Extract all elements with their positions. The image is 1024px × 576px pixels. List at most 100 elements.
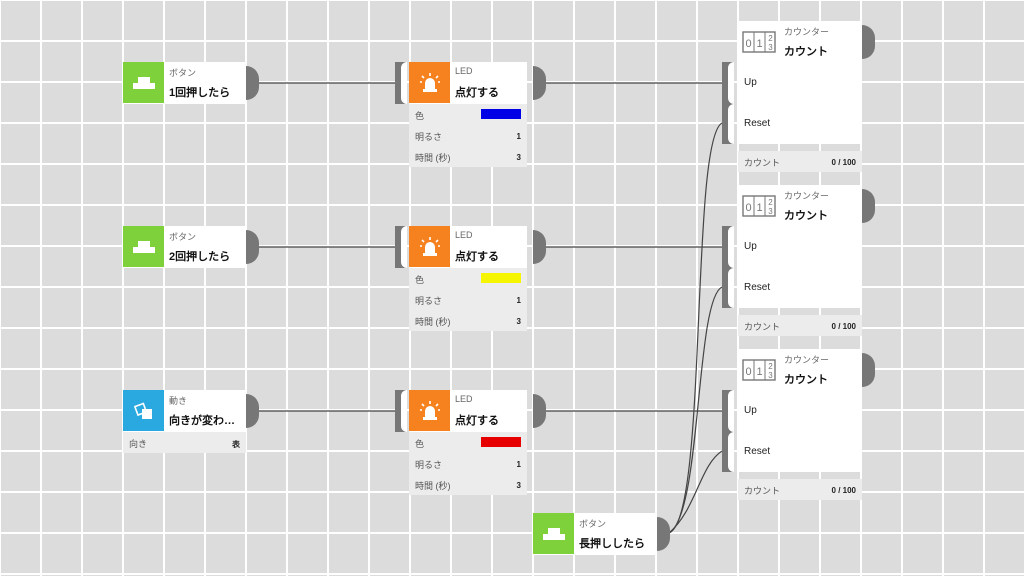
input-port-reset[interactable] xyxy=(722,268,734,308)
property-label: 時間 (秒) xyxy=(415,481,451,491)
node-card[interactable]: 0 1 2 3 カウンター カウント Up Reset xyxy=(738,349,862,472)
property-row-time[interactable]: 時間 (秒) 3 xyxy=(409,310,527,331)
color-swatch[interactable] xyxy=(481,437,521,447)
input-port-reset[interactable] xyxy=(722,104,734,144)
input-label-reset: Reset xyxy=(744,118,771,129)
counter-node-1[interactable]: 0 1 2 3 カウンター カウント Up Reset カウント 0 / 100 xyxy=(722,21,877,177)
node-type-label: LED xyxy=(455,66,473,76)
input-label-up: Up xyxy=(744,241,757,252)
node-type-label: ボタン xyxy=(169,232,197,242)
output-port[interactable] xyxy=(657,517,670,551)
output-port[interactable] xyxy=(246,394,259,428)
output-port[interactable] xyxy=(533,230,546,264)
property-row-brightness[interactable]: 明るさ 1 xyxy=(409,125,527,146)
counter-digit: 2 xyxy=(768,34,773,43)
node-card[interactable]: 動き 向きが変わ… xyxy=(123,390,246,432)
status-value: 0 / 100 xyxy=(831,158,856,167)
counter-digit: 3 xyxy=(768,371,773,380)
output-port[interactable] xyxy=(246,66,259,100)
input-label-up: Up xyxy=(744,77,757,88)
output-port[interactable] xyxy=(246,230,259,264)
button-node-1[interactable]: ボタン 1回押したら xyxy=(123,62,259,104)
button-node-long-press[interactable]: ボタン 長押ししたら xyxy=(533,513,670,555)
property-label: 明るさ xyxy=(415,460,443,470)
status-label: カウント xyxy=(744,486,781,496)
node-type-label: LED xyxy=(455,394,473,404)
counter-digit: 2 xyxy=(768,198,773,207)
output-port[interactable] xyxy=(862,189,875,223)
node-properties[interactable]: 色 明るさ 1 時間 (秒) 3 xyxy=(409,104,527,167)
counter-digit: 3 xyxy=(768,43,773,52)
node-properties[interactable]: 色 明るさ 1 時間 (秒) 3 xyxy=(409,432,527,495)
output-port[interactable] xyxy=(533,66,546,100)
node-properties[interactable]: 向き 表 xyxy=(123,432,246,453)
light-icon xyxy=(409,62,450,103)
node-card[interactable]: 0 1 2 3 カウンター カウント Up Reset xyxy=(738,185,862,308)
light-icon xyxy=(409,390,450,431)
color-swatch[interactable] xyxy=(481,109,521,119)
node-properties[interactable]: 色 明るさ 1 時間 (秒) 3 xyxy=(409,268,527,331)
property-row-color[interactable]: 色 xyxy=(409,268,527,289)
output-port[interactable] xyxy=(862,353,875,387)
counter-status: カウント 0 / 100 xyxy=(738,479,862,500)
input-port-up[interactable] xyxy=(722,226,734,268)
property-label: 色 xyxy=(415,111,425,121)
node-card[interactable]: LED 点灯する xyxy=(409,62,527,104)
property-row-color[interactable]: 色 xyxy=(409,104,527,125)
output-port[interactable] xyxy=(862,25,875,59)
counter-digit: 0 xyxy=(745,366,751,378)
property-value: 3 xyxy=(516,317,521,326)
property-row-brightness[interactable]: 明るさ 1 xyxy=(409,289,527,310)
counter-node-3[interactable]: 0 1 2 3 カウンター カウント Up Reset カウント 0 / 100 xyxy=(722,349,877,505)
node-title: 1回押したら xyxy=(169,87,231,99)
node-card[interactable]: LED 点灯する xyxy=(409,226,527,268)
property-label: 時間 (秒) xyxy=(415,153,451,163)
node-card[interactable]: LED 点灯する xyxy=(409,390,527,432)
button-icon xyxy=(533,513,574,554)
node-title: カウント xyxy=(784,374,828,386)
property-row-time[interactable]: 時間 (秒) 3 xyxy=(409,146,527,167)
input-port[interactable] xyxy=(395,226,407,268)
property-label: 明るさ xyxy=(415,132,443,142)
property-value: 1 xyxy=(516,296,521,305)
input-port[interactable] xyxy=(395,62,407,104)
wire-longpress-counter3-reset xyxy=(668,450,723,534)
output-port[interactable] xyxy=(533,394,546,428)
led-node-1[interactable]: LED 点灯する 色 明るさ 1 時間 (秒) 3 xyxy=(395,62,547,167)
counter-digit: 1 xyxy=(756,366,762,378)
node-title: 点灯する xyxy=(455,87,499,99)
motion-node[interactable]: 動き 向きが変わ… 向き 表 xyxy=(123,390,259,462)
button-node-2[interactable]: ボタン 2回押したら xyxy=(123,226,259,268)
counter-node-2[interactable]: 0 1 2 3 カウンター カウント Up Reset カウント 0 / 100 xyxy=(722,185,877,341)
property-value: 1 xyxy=(516,460,521,469)
input-port-reset[interactable] xyxy=(722,432,734,472)
color-swatch[interactable] xyxy=(481,273,521,283)
node-card[interactable]: ボタン 長押ししたら xyxy=(533,513,657,555)
tilt-icon xyxy=(123,390,164,431)
node-type-label: カウンター xyxy=(784,27,830,37)
node-card[interactable]: ボタン 1回押したら xyxy=(123,62,246,104)
property-row-time[interactable]: 時間 (秒) 3 xyxy=(409,474,527,495)
node-title: 長押ししたら xyxy=(579,538,645,550)
input-port-up[interactable] xyxy=(722,62,734,104)
counter-digit: 1 xyxy=(756,202,762,214)
node-title: 2回押したら xyxy=(169,251,231,263)
input-port-up[interactable] xyxy=(722,390,734,432)
property-row-color[interactable]: 色 xyxy=(409,432,527,453)
input-port[interactable] xyxy=(395,390,407,432)
counter-status: カウント 0 / 100 xyxy=(738,151,862,172)
counter-digit: 3 xyxy=(768,207,773,216)
node-card[interactable]: ボタン 2回押したら xyxy=(123,226,246,268)
counter-icon: 0 1 2 3 xyxy=(738,21,779,62)
wire-longpress-counter2-reset xyxy=(668,286,723,534)
counter-digit: 0 xyxy=(745,202,751,214)
led-node-3[interactable]: LED 点灯する 色 明るさ 1 時間 (秒) 3 xyxy=(395,390,547,495)
property-row-brightness[interactable]: 明るさ 1 xyxy=(409,453,527,474)
counter-digit: 0 xyxy=(745,38,751,50)
led-node-2[interactable]: LED 点灯する 色 明るさ 1 時間 (秒) 3 xyxy=(395,226,547,331)
node-title: カウント xyxy=(784,210,828,222)
property-row-direction[interactable]: 向き 表 xyxy=(123,432,246,453)
property-value: 1 xyxy=(516,132,521,141)
property-label: 時間 (秒) xyxy=(415,317,451,327)
node-card[interactable]: 0 1 2 3 カウンター カウント Up Reset xyxy=(738,21,862,144)
